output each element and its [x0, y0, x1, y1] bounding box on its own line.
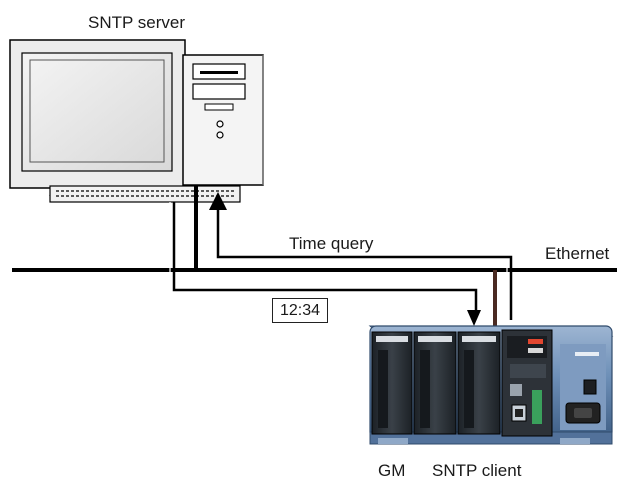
time-value-box: 12:34	[272, 298, 329, 323]
time-response-arrow	[169, 202, 481, 326]
client-role-label: SNTP client	[432, 461, 522, 480]
gm-data-logger-icon	[368, 325, 614, 445]
io-module-2	[413, 331, 457, 435]
ethernet-label: Ethernet	[545, 244, 610, 263]
device-name-label: GM	[378, 461, 406, 480]
time-query-label: Time query	[289, 234, 374, 253]
io-module-3	[457, 331, 501, 435]
desktop-computer-icon	[9, 39, 264, 203]
monitor	[9, 39, 186, 196]
main-module	[501, 329, 553, 437]
time-query-arrow	[209, 192, 513, 320]
server-label: SNTP server	[88, 13, 185, 32]
io-module-1	[371, 331, 413, 435]
tower-case	[182, 54, 264, 186]
keyboard	[49, 185, 241, 203]
power-panel	[560, 344, 606, 430]
